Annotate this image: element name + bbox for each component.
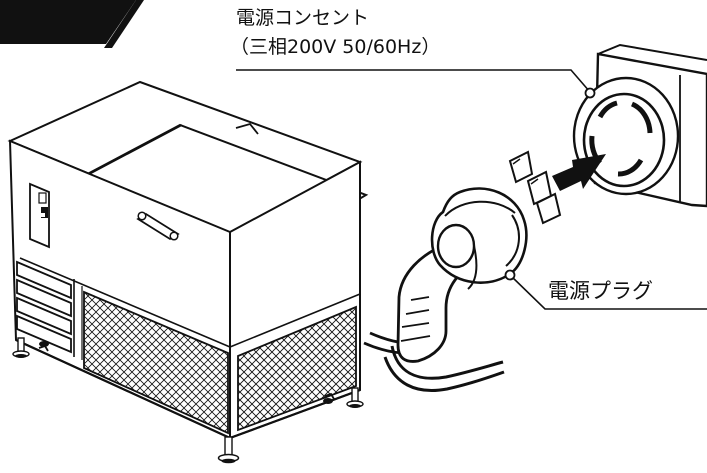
leveling-feet [12, 337, 364, 464]
plug-label: 電源プラグ [548, 279, 653, 303]
power-plug [430, 150, 562, 290]
freezer-unit [7, 80, 369, 464]
power-outlet [572, 43, 707, 208]
side-mesh [237, 305, 357, 432]
title-banner [0, 0, 144, 48]
leader-lines [236, 69, 707, 310]
front-mesh [83, 290, 229, 435]
right-arrow-icon [552, 154, 606, 191]
outlet-label-line-1: 電源コンセント [236, 7, 370, 29]
outlet-label-line-2: （三相200V 50/60Hz） [230, 36, 441, 58]
